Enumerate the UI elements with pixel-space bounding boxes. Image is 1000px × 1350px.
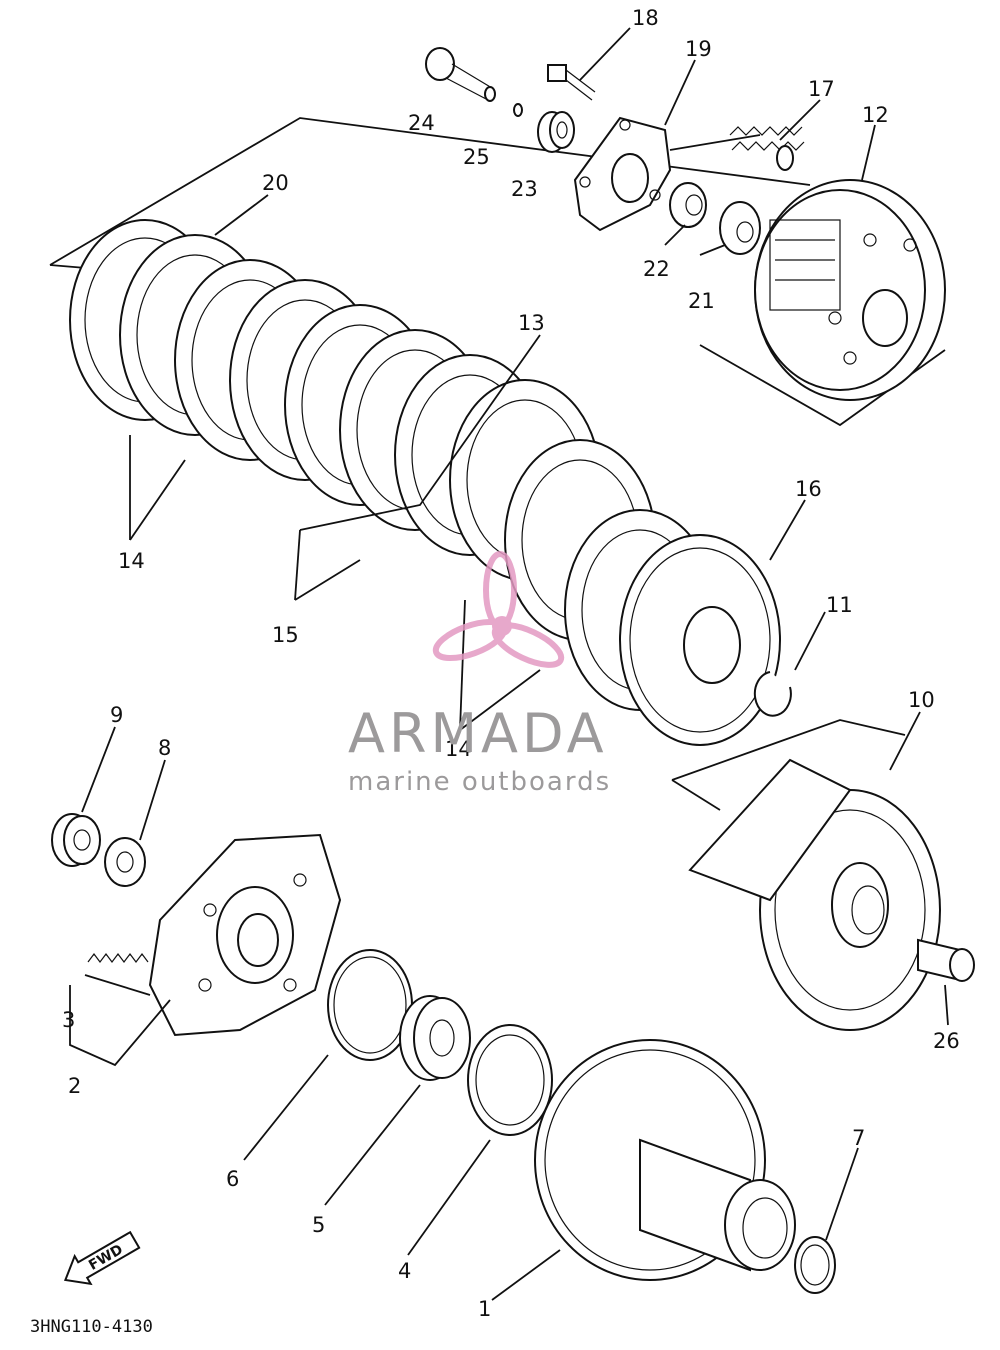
- bearing-9: [51, 813, 101, 867]
- watermark-tagline: marine outboards: [348, 767, 611, 797]
- clutch-drum-10: [671, 719, 941, 1031]
- bearing-23: [537, 111, 575, 153]
- watermark-brand: ARMADA: [348, 702, 608, 765]
- label-part-13: 13: [518, 311, 545, 335]
- label-part-8: 8: [158, 736, 171, 760]
- bearing-5: [399, 995, 471, 1081]
- label-part-17: 17: [808, 77, 835, 101]
- plate-19: [573, 116, 672, 232]
- label-part-7: 7: [852, 1126, 865, 1150]
- label-part-14-upper: 14: [118, 549, 145, 573]
- label-part-15: 15: [272, 623, 299, 647]
- one-way-clutch-4: [467, 1024, 553, 1136]
- clutch-housing-12: [754, 179, 946, 401]
- collar-26: [917, 938, 975, 982]
- label-part-10: 10: [908, 688, 935, 712]
- label-part-6: 6: [226, 1167, 239, 1191]
- spring-17: [729, 126, 805, 171]
- bolt-18: [547, 64, 596, 101]
- reference-code: 3HNG110-4130: [30, 1317, 153, 1337]
- bolt-24: [425, 47, 496, 102]
- label-part-18: 18: [632, 6, 659, 30]
- label-part-12: 12: [862, 103, 889, 127]
- washer-25: [513, 103, 523, 117]
- lower-assembly: [51, 27, 975, 1301]
- label-part-23: 23: [511, 177, 538, 201]
- label-part-4: 4: [398, 1259, 411, 1283]
- lock-washer-8: [104, 837, 146, 887]
- clutch-carrier-2: [148, 833, 342, 1037]
- label-part-11: 11: [826, 593, 853, 617]
- circlip-11: [753, 671, 792, 717]
- label-part-1: 1: [478, 1297, 491, 1321]
- armada-watermark: ARMADA marine outboards: [348, 551, 611, 797]
- pressure-plate-16: [619, 534, 781, 746]
- label-part-25: 25: [463, 145, 490, 169]
- label-part-21: 21: [688, 289, 715, 313]
- fwd-arrow: FWD: [63, 1230, 141, 1286]
- label-part-9: 9: [110, 703, 123, 727]
- armada-logo-icon: [432, 551, 565, 668]
- washer-7: [794, 1236, 836, 1294]
- spring-3: [87, 953, 149, 963]
- nut-22: [669, 182, 707, 228]
- upper-assembly: [49, 47, 946, 746]
- label-part-3: 3: [62, 1008, 75, 1032]
- label-part-24: 24: [408, 111, 435, 135]
- label-part-22: 22: [643, 257, 670, 281]
- label-part-2: 2: [68, 1074, 81, 1098]
- label-part-19: 19: [685, 37, 712, 61]
- label-part-14-lower: 14: [445, 737, 472, 761]
- label-part-20: 20: [262, 171, 289, 195]
- clutch-plate-stack: [69, 219, 716, 711]
- lock-washer-21: [719, 201, 761, 255]
- part-labels: 1 2 3 4 5 6 7 8 9 10 11 12 13 14 14 15 1…: [62, 6, 960, 1321]
- label-part-26: 26: [933, 1029, 960, 1053]
- label-part-16: 16: [795, 477, 822, 501]
- label-part-5: 5: [312, 1213, 325, 1237]
- primary-housing-1: [534, 1039, 796, 1281]
